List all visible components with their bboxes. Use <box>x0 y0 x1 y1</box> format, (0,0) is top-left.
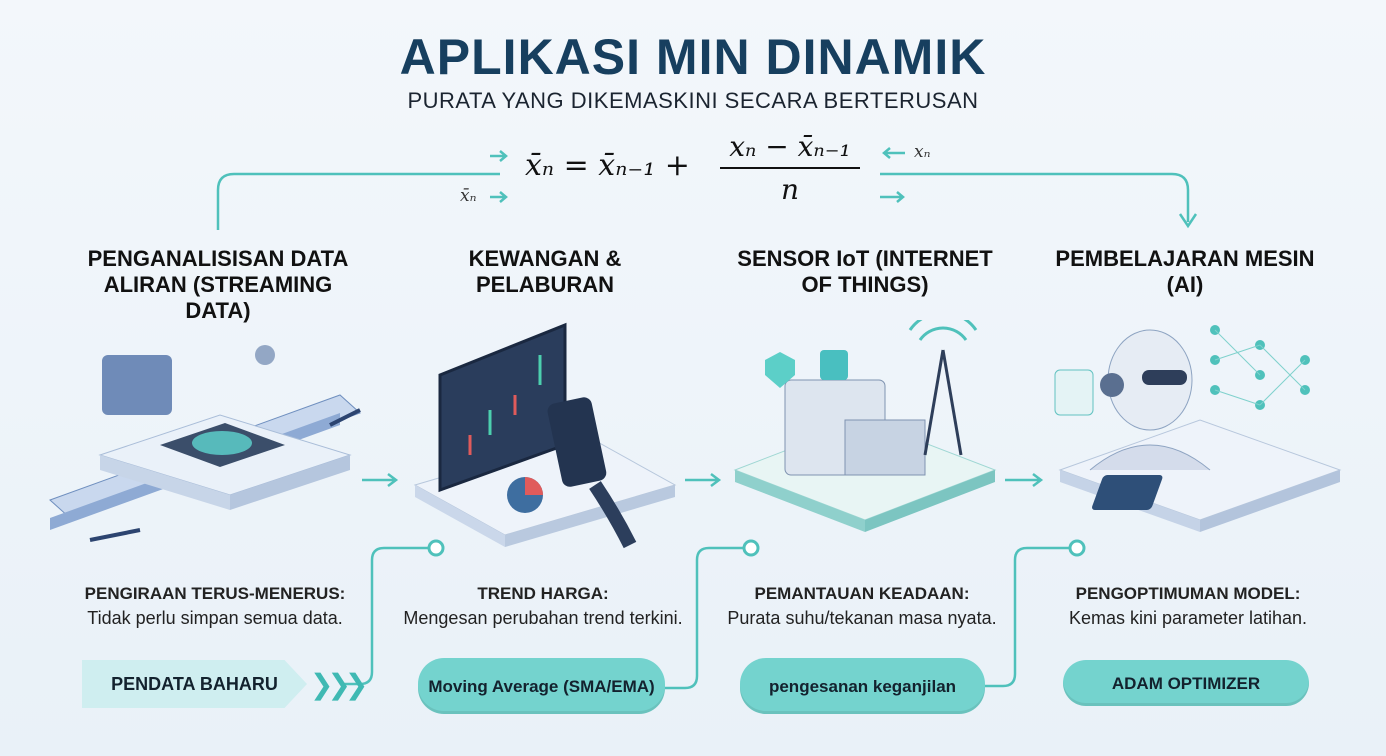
formula-denominator: n <box>780 173 800 206</box>
section-heading-ai: PEMBELAJARAN MESIN (AI) <box>1055 246 1315 297</box>
section-heading-streaming: PENGANALISISAN DATA ALIRAN (STREAMING DA… <box>87 246 349 323</box>
caption-ai: PENGOPTIMUMAN MODEL: Kemas kini paramete… <box>1028 582 1348 630</box>
chevron-right-icon: ❯❯❯ <box>310 668 368 701</box>
caption-text: Kemas kini parameter latihan. <box>1068 608 1308 628</box>
tag-streaming: PENDATA BAHARU <box>82 660 307 708</box>
caption-title: TREND HARGA: <box>477 584 609 603</box>
caption-iot: PEMANTAUAN KEADAAN: Purata suhu/tekanan … <box>702 582 1022 630</box>
caption-text: Purata suhu/tekanan masa nyata. <box>727 608 997 628</box>
tag-ai: ADAM OPTIMIZER <box>1063 660 1309 706</box>
tag-finance: Moving Average (SMA/EMA) <box>418 658 665 714</box>
iot-sensor-icon <box>733 320 997 532</box>
formula-lhs: x̄ₙ = x̄ₙ₋₁ + <box>525 148 690 183</box>
formula-fraction: xₙ − x̄ₙ₋₁ n <box>720 130 860 206</box>
finance-chart-icon <box>413 322 677 549</box>
caption-text: Tidak perlu simpan semua data. <box>87 608 343 628</box>
caption-finance: TREND HARGA: Mengesan perubahan trend te… <box>383 582 703 630</box>
formula-input-left: x̄ₙ <box>460 186 477 206</box>
page-title: APLIKASI MIN DINAMIK <box>399 29 987 85</box>
formula-numerator: xₙ − x̄ₙ₋₁ <box>729 130 851 163</box>
formula-input-right: xₙ <box>914 142 931 162</box>
caption-text: Mengesan perubahan trend terkini. <box>403 608 683 628</box>
page-subtitle: PURATA YANG DIKEMASKINI SECARA BERTERUSA… <box>407 88 979 113</box>
section-heading-finance: KEWANGAN & PELABURAN <box>468 246 622 297</box>
streaming-chip-icon <box>49 345 361 542</box>
mean-update-formula: x̄ₙ = x̄ₙ₋₁ + xₙ − x̄ₙ₋₁ n <box>525 130 875 210</box>
ai-robot-icon <box>1054 325 1342 532</box>
tag-iot: pengesanan keganjilan <box>740 658 985 714</box>
caption-streaming: PENGIRAAN TERUS-MENERUS: Tidak perlu sim… <box>55 582 375 630</box>
caption-title: PEMANTAUAN KEADAAN: <box>754 584 970 603</box>
caption-title: PENGIRAAN TERUS-MENERUS: <box>84 584 346 603</box>
caption-title: PENGOPTIMUMAN MODEL: <box>1075 584 1301 603</box>
section-heading-iot: SENSOR IoT (INTERNET OF THINGS) <box>737 246 993 297</box>
fraction-bar <box>720 167 860 169</box>
